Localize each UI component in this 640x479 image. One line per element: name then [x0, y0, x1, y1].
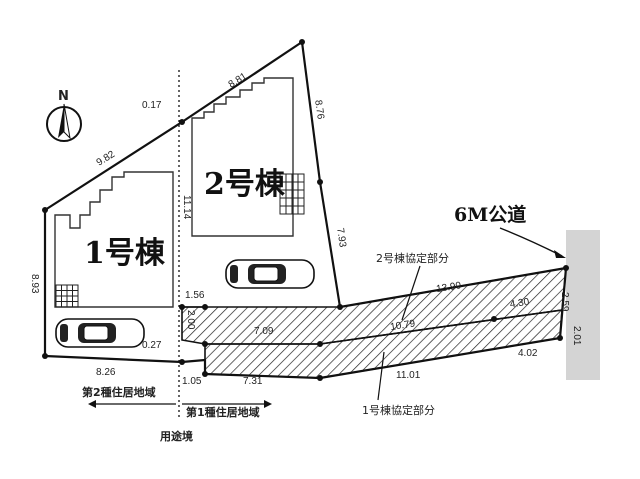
car-icon-house1	[55, 318, 145, 348]
dim-4-02: 4.02	[518, 348, 538, 359]
zone-boundary-label: 用途境	[160, 429, 193, 443]
zone1-arrow-icon	[264, 400, 272, 408]
north-compass-icon: N	[46, 89, 82, 142]
dim-7-31: 7.31	[243, 376, 263, 387]
dim-11-14: 11.14	[181, 195, 192, 220]
dim-1-56: 1.56	[185, 290, 205, 301]
car-icon-house2	[225, 259, 315, 289]
dim-0-27: 0.27	[142, 340, 162, 351]
road-label: 6M公道	[454, 203, 526, 226]
dim-7-93: 7.93	[334, 227, 348, 248]
dim-7-09: 7.09	[254, 326, 274, 337]
road-leader-line	[499, 227, 563, 257]
house1-footprint	[54, 171, 174, 308]
stair-grid-house2	[279, 173, 305, 215]
zone2-label: 第2種住居地域	[82, 385, 156, 399]
dim-8-26: 8.26	[96, 367, 116, 378]
dim-10-79: 10.79	[390, 318, 417, 333]
dim-2-59: 2.59	[559, 292, 570, 312]
house1-shared-leader	[377, 351, 385, 401]
house2-shared-label: 2号棟協定部分	[376, 251, 449, 265]
dim-13-90: 13.90	[436, 280, 463, 295]
dim-1-05: 1.05	[182, 376, 202, 387]
dim-8-93: 8.93	[29, 274, 40, 294]
zone2-arrow-icon	[88, 400, 96, 408]
road-strip	[566, 230, 600, 380]
dim-8-76: 8.76	[312, 99, 326, 120]
house2-footprint	[191, 77, 294, 237]
stair-grid-house1	[55, 284, 79, 308]
dim-4-30: 4.30	[509, 297, 530, 311]
dim-8-81: 8.81	[227, 71, 250, 91]
house2-label: 2号棟	[204, 167, 286, 202]
zone1-label: 第1種住居地域	[186, 405, 260, 419]
dim-2-00: 2.00	[185, 310, 196, 330]
dim-2-01: 2.01	[571, 326, 582, 346]
road-arrow-icon	[554, 250, 566, 258]
house1-label: 1号棟	[84, 236, 166, 271]
house1-shared-label: 1号棟協定部分	[362, 403, 435, 417]
compass-label: N	[58, 89, 69, 104]
house2-shared-leader	[401, 265, 421, 321]
dim-11-01: 11.01	[396, 370, 421, 381]
vertex-markers	[42, 39, 569, 381]
dim-0-17: 0.17	[142, 100, 162, 111]
